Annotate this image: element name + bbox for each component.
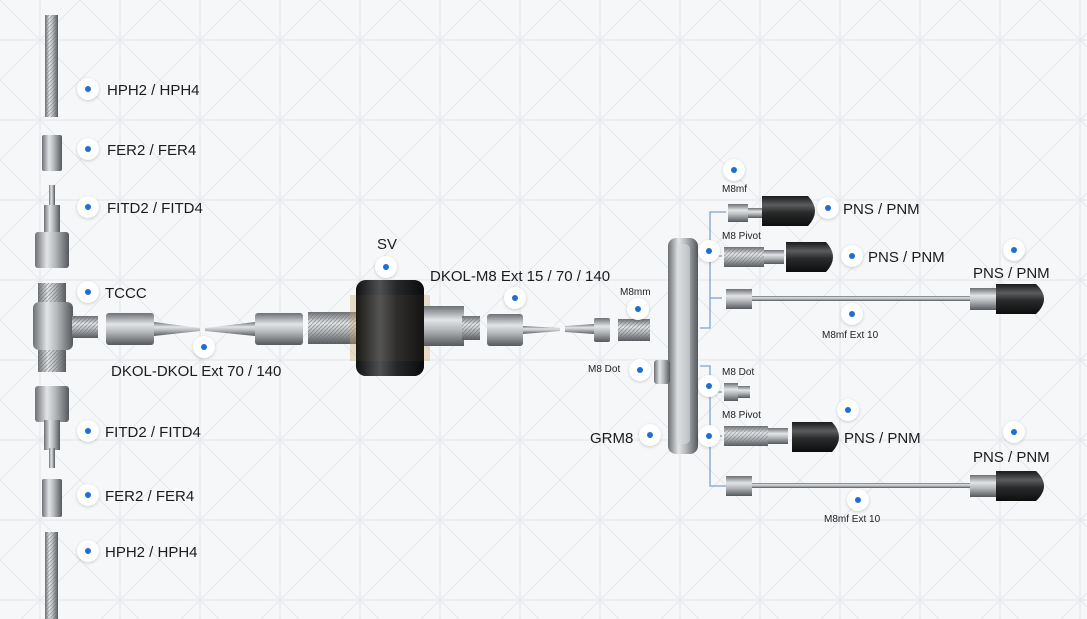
label-m8-pivot-top: M8 Pivot bbox=[722, 231, 761, 242]
marker-dot[interactable] bbox=[77, 484, 99, 506]
marker-dot[interactable] bbox=[375, 256, 397, 278]
label-pns-pnm-2: PNS / PNM bbox=[868, 249, 945, 266]
marker-dot[interactable] bbox=[77, 281, 99, 303]
marker-dot[interactable] bbox=[837, 399, 859, 421]
label-pns-pnm-1: PNS / PNM bbox=[843, 201, 920, 218]
pns-pnm-nozzle-3 bbox=[996, 284, 1044, 314]
pns-pnm-nozzle-4 bbox=[792, 422, 839, 452]
label-fer-top: FER2 / FER4 bbox=[107, 142, 197, 159]
label-pns-pnm-4: PNS / PNM bbox=[844, 430, 921, 447]
marker-dot[interactable] bbox=[841, 245, 863, 267]
marker-dot[interactable] bbox=[639, 424, 661, 446]
label-m8mf: M8mf bbox=[722, 184, 747, 195]
fitting-fitd-top bbox=[35, 185, 69, 268]
hph-tube-bottom bbox=[45, 532, 58, 619]
marker-dot[interactable] bbox=[77, 420, 99, 442]
label-dkol-dkol: DKOL-DKOL Ext 70 / 140 bbox=[111, 363, 282, 380]
marker-dot[interactable] bbox=[77, 138, 99, 160]
sv-valve bbox=[308, 280, 480, 376]
label-hph-bottom: HPH2 / HPH4 bbox=[105, 544, 198, 561]
label-fitd-top: FITD2 / FITD4 bbox=[107, 200, 203, 217]
marker-dot[interactable] bbox=[627, 298, 649, 320]
pns-pnm-nozzle-1 bbox=[762, 196, 815, 226]
marker-dot[interactable] bbox=[723, 159, 745, 181]
marker-dot[interactable] bbox=[504, 287, 526, 309]
label-pns-pnm-3: PNS / PNM bbox=[973, 265, 1050, 282]
label-fitd-bottom: FITD2 / FITD4 bbox=[105, 424, 201, 441]
marker-dot[interactable] bbox=[193, 336, 215, 358]
marker-dot[interactable] bbox=[629, 359, 651, 381]
label-dkol-m8: DKOL-M8 Ext 15 / 70 / 140 bbox=[430, 268, 611, 285]
hph-tube-top bbox=[45, 15, 58, 117]
m8-dot-fitting-right bbox=[724, 383, 750, 401]
label-tccc: TCCC bbox=[105, 285, 147, 302]
dkol-dkol-extension bbox=[106, 313, 303, 345]
label-sv: SV bbox=[377, 236, 398, 253]
label-pns-pnm-5: PNS / PNM bbox=[973, 449, 1050, 466]
m8mf-ext10-bottom bbox=[726, 475, 998, 497]
label-m8mf-ext10-bottom: M8mf Ext 10 bbox=[824, 514, 881, 525]
grm8-manifold bbox=[654, 238, 698, 454]
label-fer-bottom: FER2 / FER4 bbox=[105, 488, 195, 505]
m8-pivot-top bbox=[724, 247, 784, 267]
pns-pnm-nozzle-2 bbox=[786, 242, 833, 272]
label-m8-dot-right: M8 Dot bbox=[722, 367, 755, 378]
marker-dot[interactable] bbox=[1003, 239, 1025, 261]
marker-dot[interactable] bbox=[77, 78, 99, 100]
fitting-fitd-bottom bbox=[35, 386, 69, 468]
label-m8mf-ext10-top: M8mf Ext 10 bbox=[822, 330, 879, 341]
label-hph-top: HPH2 / HPH4 bbox=[107, 82, 200, 99]
label-m8mm: M8mm bbox=[620, 287, 651, 298]
marker-dot[interactable] bbox=[847, 489, 869, 511]
label-m8-dot-left: M8 Dot bbox=[588, 364, 621, 375]
marker-dot[interactable] bbox=[77, 540, 99, 562]
tee-connector-tccc bbox=[33, 283, 98, 372]
marker-dot[interactable] bbox=[698, 425, 720, 447]
marker-dot[interactable] bbox=[841, 303, 863, 325]
m8-pivot-bottom bbox=[724, 426, 788, 446]
ferrule-top bbox=[42, 135, 62, 171]
m8mf-ext10-top bbox=[726, 288, 998, 310]
m8mf-fitting-top bbox=[728, 204, 762, 222]
marker-dot[interactable] bbox=[698, 240, 720, 262]
marker-dot[interactable] bbox=[698, 375, 720, 397]
label-grm8: GRM8 bbox=[590, 430, 634, 447]
marker-dot[interactable] bbox=[817, 197, 839, 219]
ferrule-bottom bbox=[42, 479, 62, 517]
dkol-m8-extension bbox=[487, 314, 650, 346]
pns-pnm-nozzle-5 bbox=[996, 471, 1044, 501]
marker-dot[interactable] bbox=[1003, 421, 1025, 443]
label-m8-pivot-bottom: M8 Pivot bbox=[722, 410, 761, 421]
marker-dot[interactable] bbox=[77, 196, 99, 218]
